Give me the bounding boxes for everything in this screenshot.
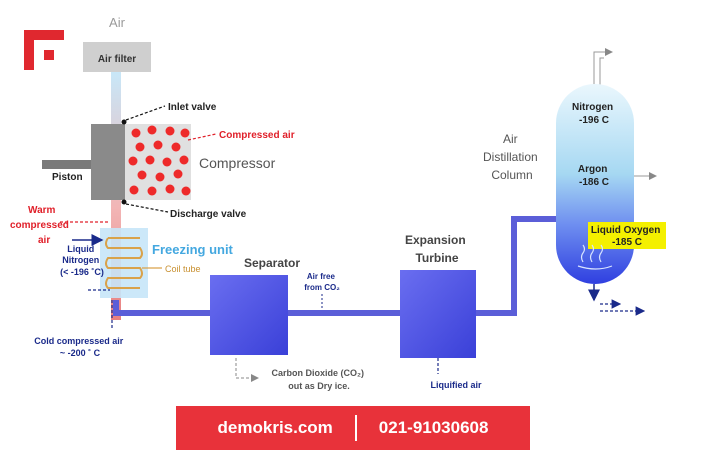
discharge-valve-label: Discharge valve [170,209,247,220]
expansion-turbine-label: Expansion Turbine [405,233,469,265]
separator-label: Separator [244,256,300,270]
pipe-to-column [476,216,560,316]
pipe-to-turbine [288,310,400,316]
website-link[interactable]: demokris.com [217,418,333,437]
liquified-air-label: Liquified air [430,380,482,390]
liquid-oxygen-label: Liquid Oxygen -185 C [591,225,663,248]
warm-compressed-air-label: Warm compressed air [10,205,72,246]
pipe-to-separator [113,300,210,316]
coil-tube-label: Coil tube [165,264,201,274]
separator-vessel [210,275,288,355]
banner-divider [354,415,357,441]
argon-label: Argon -186 C [578,164,610,188]
air-filter-label: Air filter [98,54,136,65]
boiling-liquid-icon [577,244,613,270]
carbon-dioxide-label: Carbon Dioxide (CO₂) out as Dry ice. [271,368,366,391]
piston-body [91,124,125,200]
air-free-label: Air free from CO₂ [304,272,340,292]
nitrogen-label: Nitrogen -196 C [572,102,616,126]
contact-banner[interactable]: demokris.com 021-91030608 [176,406,530,450]
piston-rod [42,160,94,169]
air-label: Air [109,15,126,30]
freezing-unit-label: Freezing unit [152,242,234,257]
expansion-turbine-vessel [400,270,476,358]
compressor-label: Compressor [199,155,276,171]
brand-logo [24,30,64,70]
air-filter-box [83,42,151,72]
phone-number[interactable]: 021-91030608 [378,418,489,437]
piston-label: Piston [52,172,83,183]
compressed-air-label: Compressed air [219,130,295,141]
distillation-column-label: Air Distillation Column [483,132,541,182]
liquid-oxygen-highlight [588,222,666,249]
inlet-valve-label: Inlet valve [168,102,217,113]
cold-compressed-air-label: Cold compressed air ~ -200 ˚ C [34,336,126,358]
air-molecules [128,125,191,196]
coil-tube [105,237,143,289]
liquid-nitrogen-label: Liquid Nitrogen (< -196 ˚C) [60,244,104,277]
